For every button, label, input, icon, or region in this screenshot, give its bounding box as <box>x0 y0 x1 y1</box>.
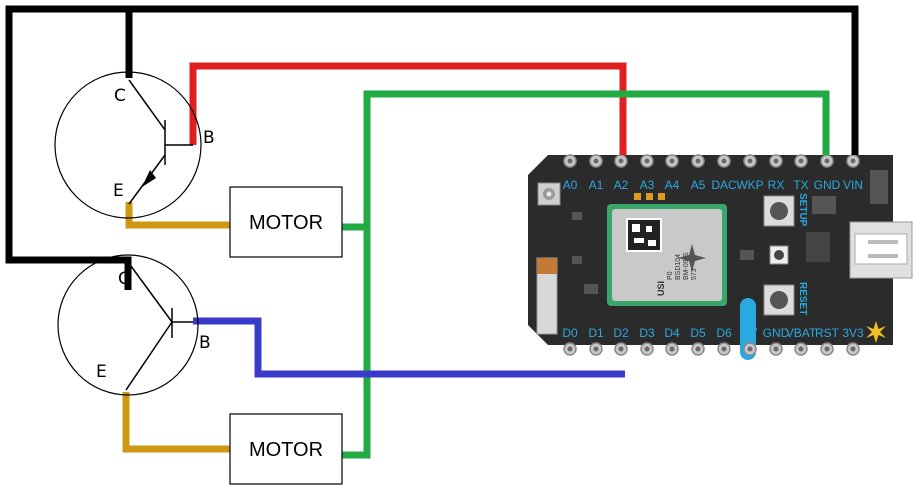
top-pin-hole-center <box>593 158 599 164</box>
bottom-pin-label: D5 <box>690 326 706 340</box>
top-pin-hole-center <box>773 158 779 164</box>
top-pin-hole-center <box>695 158 701 164</box>
top-pin-label: RX <box>768 178 785 192</box>
top-pin-hole-center <box>567 158 573 164</box>
motor-2: MOTOR <box>229 413 343 485</box>
bottom-pin-label: D6 <box>716 326 732 340</box>
transistor-2-c-label: C <box>118 269 130 289</box>
module-line-3: BM-09-S <box>683 252 690 280</box>
bottom-pin-label: GND <box>763 326 790 340</box>
transistor-1: C B E <box>54 71 215 219</box>
motor-1-box <box>229 186 343 258</box>
transistor-1-e-label: E <box>113 181 124 201</box>
wires <box>5 5 859 459</box>
top-pin-hole-center <box>721 158 727 164</box>
transistor-2-b-label: B <box>199 333 211 353</box>
bottom-pin-hole-center <box>593 346 599 352</box>
bottom-pin-label: RST <box>815 326 840 340</box>
module-brand: USI <box>656 281 666 296</box>
wire-brown-1 <box>125 202 230 229</box>
reset-label: RESET <box>797 282 808 315</box>
power-star-icon <box>866 321 886 343</box>
wire-brown-2 <box>122 392 230 453</box>
module-line-1: P0 <box>667 271 674 280</box>
motor-1: MOTOR <box>229 186 343 258</box>
top-pin-hole-center <box>747 158 753 164</box>
transistor-2-body <box>57 254 199 396</box>
top-pin-hole-center <box>824 158 830 164</box>
wire-black-top <box>125 5 859 155</box>
transistor-1-arrow <box>142 170 156 187</box>
motor-2-box <box>229 413 343 485</box>
setup-label: SETUP <box>797 193 808 227</box>
top-pin-label: A0 <box>563 178 578 192</box>
bottom-pin-label: D1 <box>588 326 604 340</box>
bottom-pin-hole-center <box>567 346 573 352</box>
module-line-2: BSD104 <box>675 254 682 280</box>
wifi-module: P0 BSD104 BM-09-S 573 USI <box>607 204 727 306</box>
top-pin-label: A5 <box>691 178 706 192</box>
bottom-pin-label: D7 <box>742 326 758 340</box>
bottom-pin-hole-center <box>773 346 779 352</box>
top-pin-label: A3 <box>640 178 655 192</box>
transistor-2: C B E <box>57 254 211 396</box>
bottom-pin-label: D2 <box>613 326 629 340</box>
module-star-icon <box>678 244 706 272</box>
top-pin-label: A4 <box>665 178 680 192</box>
top-pin-label: VIN <box>843 178 863 192</box>
top-pin-hole-center <box>644 158 650 164</box>
wire-blue <box>193 317 625 378</box>
motor-1-label: MOTOR <box>249 212 323 234</box>
top-pin-hole-center <box>669 158 675 164</box>
top-pin-label: A1 <box>589 178 604 192</box>
motor-2-label: MOTOR <box>249 439 323 461</box>
bottom-pin-hole-center <box>618 346 624 352</box>
photon-board: P0 BSD104 BM-09-S 573 USI SETUP RESET <box>528 154 913 360</box>
bottom-pin-hole-center <box>669 346 675 352</box>
bottom-pin-label: VBAT <box>786 326 817 340</box>
bottom-pin-hole-center <box>644 346 650 352</box>
top-pin-hole-center <box>798 158 804 164</box>
bottom-pin-label: D4 <box>664 326 680 340</box>
bottom-pin-hole-center <box>721 346 727 352</box>
top-pin-label: A2 <box>614 178 629 192</box>
transistor-1-body <box>54 71 202 219</box>
transistor-1-c-label: C <box>114 86 126 106</box>
transistor-2-e-label: E <box>96 362 107 382</box>
bottom-pin-hole-center <box>695 346 701 352</box>
reset-button <box>763 284 795 316</box>
top-pin-hole-center <box>850 158 856 164</box>
top-pin-label: DAC <box>711 178 737 192</box>
bottom-pin-label: 3V3 <box>842 326 864 340</box>
transistor-1-b-label: B <box>203 128 215 148</box>
top-pin-label: GND <box>814 178 841 192</box>
wire-black-left <box>5 5 132 290</box>
module-line-4: 573 <box>691 268 698 280</box>
top-pin-hole-center <box>618 158 624 164</box>
bottom-pin-hole-center <box>798 346 804 352</box>
bottom-pin-hole-center <box>850 346 856 352</box>
top-pin-label: TX <box>793 178 808 192</box>
wire-green <box>342 90 830 459</box>
setup-button <box>763 195 795 227</box>
bottom-pin-hole-center <box>747 346 753 352</box>
usb-port-inner <box>854 233 908 265</box>
top-pin-label: WKP <box>736 178 763 192</box>
bottom-pin-label: D3 <box>639 326 655 340</box>
bottom-pin-label: D0 <box>562 326 578 340</box>
wire-red <box>189 62 627 155</box>
bottom-pin-hole-center <box>824 346 830 352</box>
